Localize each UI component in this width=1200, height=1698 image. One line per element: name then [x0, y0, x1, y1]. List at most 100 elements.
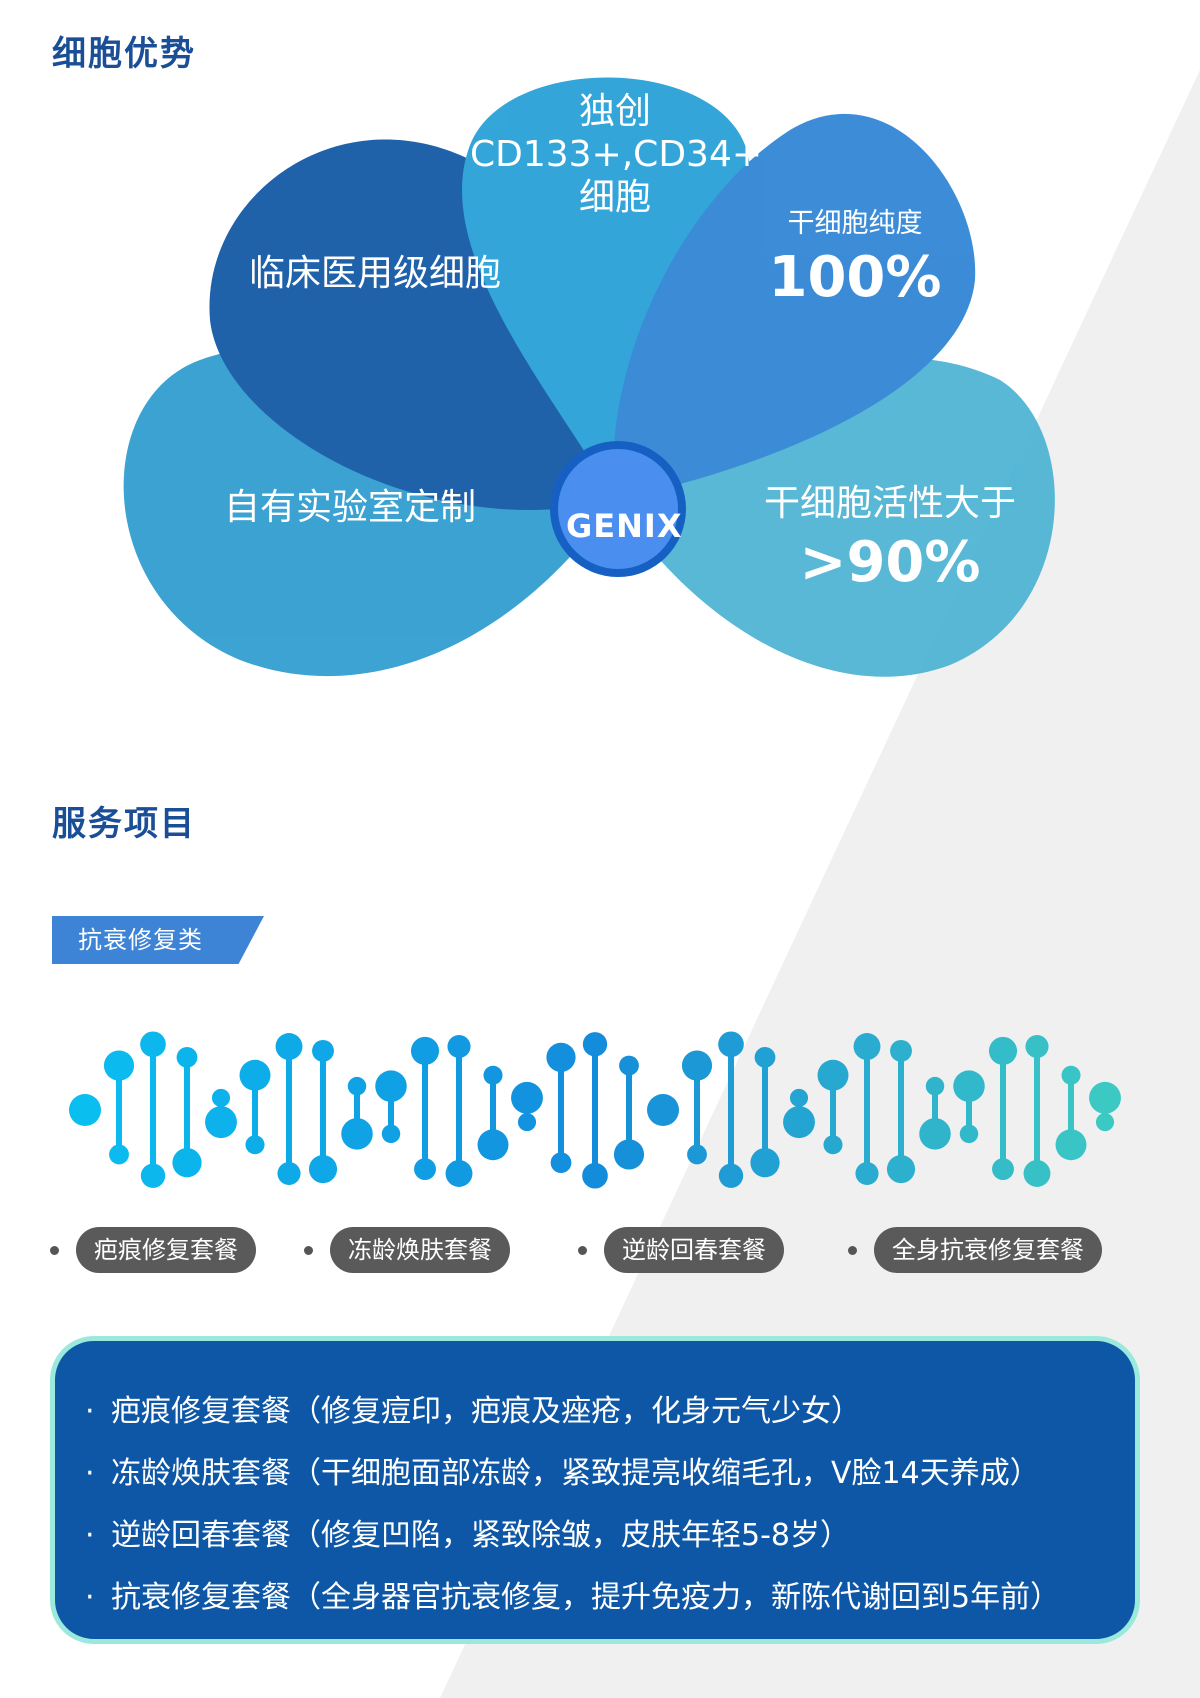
dna-node — [750, 1148, 780, 1178]
bullet-dot-icon — [578, 1245, 587, 1255]
dna-node — [1061, 1065, 1081, 1085]
dna-node — [992, 1158, 1014, 1181]
petal-purity-caption: 干细胞纯度 — [787, 208, 923, 239]
package-pill-item: 疤痕修复套餐 — [50, 1226, 256, 1274]
dna-node — [275, 1033, 303, 1060]
dna-node — [308, 1155, 338, 1184]
dna-node — [445, 1160, 473, 1187]
dna-node — [517, 1113, 537, 1132]
dna-node — [823, 1135, 843, 1155]
description-line: ·疤痕修复套餐（修复痘印，疤痕及痤疮，化身元气少女） — [85, 1394, 861, 1429]
package-pill: 全身抗衰修复套餐 — [874, 1227, 1102, 1273]
dna-node — [550, 1152, 572, 1174]
petal-purity-label: 干细胞纯度 100% — [740, 208, 970, 312]
category-tag: 抗衰修复类 — [52, 916, 264, 964]
description-text: 冻龄焕肤套餐（干细胞面部冻龄，紧致提亮收缩毛孔，V脸14天养成） — [111, 1456, 1040, 1491]
dna-node — [447, 1034, 471, 1059]
dna-node — [414, 1158, 436, 1181]
dna-node — [381, 1124, 401, 1144]
dna-node — [1089, 1081, 1121, 1114]
dna-node — [245, 1135, 265, 1155]
dna-node — [582, 1162, 608, 1189]
bullet-dot-icon — [848, 1245, 857, 1255]
petal-clinical-label: 临床医用级细胞 — [248, 253, 501, 294]
dna-node — [718, 1031, 744, 1058]
package-description-box: ·疤痕修复套餐（修复痘印，疤痕及痤疮，化身元气少女） ·冻龄焕肤套餐（干细胞面部… — [50, 1336, 1140, 1644]
description-text: 抗衰修复套餐（全身器官抗衰修复，提升免疫力，新陈代谢回到5年前） — [111, 1580, 1061, 1615]
dna-node — [239, 1059, 271, 1091]
dna-node — [277, 1161, 301, 1186]
dna-node — [681, 1050, 713, 1081]
package-pill: 冻龄焕肤套餐 — [330, 1227, 510, 1273]
petal-activity-caption: 干细胞活性大于 — [763, 483, 1016, 524]
dna-node — [205, 1106, 237, 1139]
dna-node — [140, 1031, 166, 1058]
dna-node — [109, 1144, 129, 1165]
petal-purity — [613, 113, 976, 500]
dna-node — [654, 1101, 672, 1119]
petal-unique-line1: 独创 — [578, 91, 651, 132]
dna-node — [886, 1155, 916, 1184]
description-text: 疤痕修复套餐（修复痘印，疤痕及痤疮，化身元气少女） — [111, 1394, 861, 1429]
bullet-dot-icon — [50, 1245, 59, 1255]
genix-logo-text: GENIX — [566, 507, 683, 545]
package-pill: 逆龄回春套餐 — [604, 1227, 784, 1273]
description-line: ·冻龄焕肤套餐（干细胞面部冻龄，紧致提亮收缩毛孔，V脸14天养成） — [85, 1456, 1040, 1491]
petal-lab-label: 自有实验室定制 — [223, 487, 476, 528]
dna-node — [1023, 1160, 1051, 1187]
description-text: 逆龄回春套餐（修复凹陷，紧致除皱，皮肤年轻5-8岁） — [111, 1518, 850, 1553]
package-pill-list: 疤痕修复套餐 冻龄焕肤套餐 逆龄回春套餐 全身抗衰修复套餐 — [0, 1226, 1200, 1276]
petal-activity-value: >90% — [799, 530, 981, 596]
section-title-services: 服务项目 — [52, 804, 196, 844]
dna-node — [172, 1148, 202, 1178]
petal-unique-line2: CD133+,CD34+ — [470, 134, 763, 176]
center-logo — [558, 449, 678, 569]
dna-node — [925, 1076, 945, 1096]
dna-node — [783, 1106, 815, 1139]
dna-node — [988, 1036, 1018, 1065]
bullet-dot-icon — [304, 1245, 313, 1255]
section-title-advantages: 细胞优势 — [52, 34, 196, 74]
petal-purity-value: 100% — [768, 245, 942, 311]
dna-node — [919, 1118, 951, 1150]
dna-node — [890, 1039, 912, 1062]
dna-node — [613, 1139, 645, 1170]
dna-node — [582, 1032, 608, 1057]
dna-node — [853, 1033, 881, 1060]
dna-node — [687, 1144, 707, 1165]
dna-node — [347, 1076, 367, 1096]
description-line: ·逆龄回春套餐（修复凹陷，紧致除皱，皮肤年轻5-8岁） — [85, 1518, 850, 1553]
dna-node — [410, 1036, 440, 1065]
dna-node — [312, 1039, 334, 1062]
dna-node — [76, 1101, 94, 1119]
dna-node — [718, 1163, 744, 1188]
dna-node — [855, 1161, 879, 1186]
package-pill-item: 逆龄回春套餐 — [578, 1226, 784, 1274]
petal-activity-label: 干细胞活性大于 >90% — [740, 482, 1040, 596]
dna-node — [103, 1050, 135, 1081]
dna-node — [1025, 1034, 1049, 1059]
package-pill: 疤痕修复套餐 — [76, 1227, 256, 1273]
dna-node — [140, 1163, 166, 1188]
description-line: ·抗衰修复套餐（全身器官抗衰修复，提升免疫力，新陈代谢回到5年前） — [85, 1580, 1061, 1615]
dna-node — [211, 1088, 231, 1107]
cell-advantages-diagram — [123, 77, 1055, 677]
dna-node — [176, 1046, 198, 1068]
dna-node — [1095, 1113, 1115, 1132]
dna-node — [959, 1124, 979, 1144]
dna-node — [619, 1055, 639, 1076]
dna-node — [754, 1046, 776, 1068]
petal-unique-label: 独创 CD133+,CD34+ 细胞 — [470, 90, 763, 220]
package-pill-item: 冻龄焕肤套餐 — [304, 1226, 510, 1274]
dna-node — [789, 1088, 809, 1107]
dna-node — [817, 1059, 849, 1091]
package-pill-item: 全身抗衰修复套餐 — [848, 1226, 1102, 1274]
dna-node — [546, 1042, 576, 1072]
dna-node — [511, 1081, 543, 1114]
dna-illustration — [69, 1031, 1121, 1189]
dna-node — [953, 1070, 985, 1102]
dna-node — [375, 1070, 407, 1102]
petal-unique-line3: 细胞 — [578, 177, 651, 219]
dna-node — [341, 1118, 373, 1150]
dna-node — [477, 1129, 509, 1161]
